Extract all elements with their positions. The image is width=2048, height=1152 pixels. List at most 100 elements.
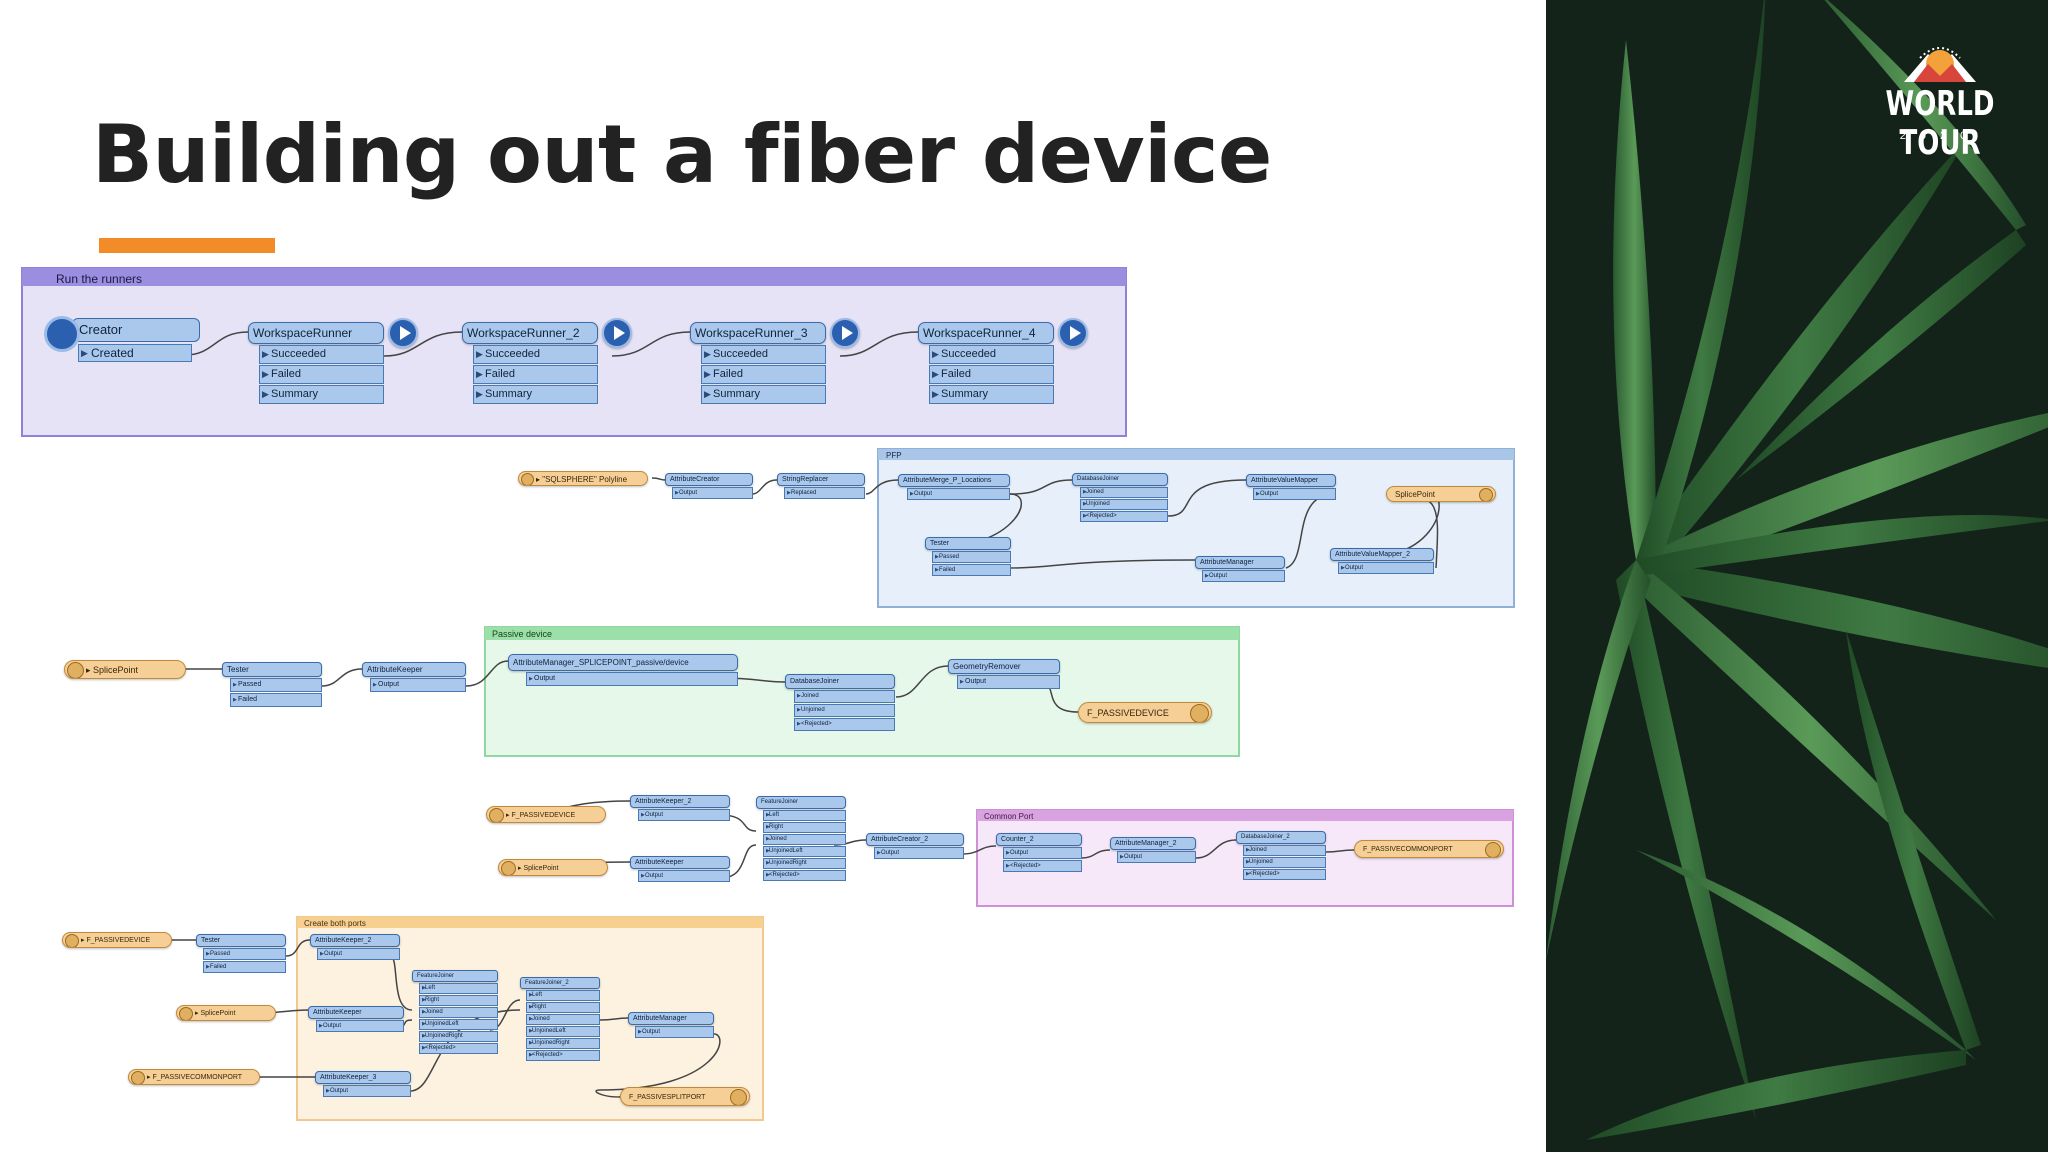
- transformer[interactable]: AttributeManager▶Output: [628, 1012, 714, 1038]
- output-port[interactable]: ▶Succeeded: [929, 345, 1054, 364]
- creator-transformer[interactable]: Creator▶Created: [44, 316, 200, 362]
- run-icon[interactable]: [830, 318, 860, 348]
- output-port[interactable]: ▶Unjoined: [794, 704, 895, 717]
- output-port[interactable]: ▶Left: [763, 810, 846, 821]
- output-port[interactable]: ▶Output: [638, 809, 730, 821]
- run-icon[interactable]: [1058, 318, 1088, 348]
- output-port[interactable]: ▶Output: [316, 1020, 404, 1032]
- output-port[interactable]: ▶Succeeded: [701, 345, 826, 364]
- tester-transformer[interactable]: Tester▶Passed▶Failed: [196, 934, 286, 973]
- output-port[interactable]: ▶<Rejected>: [794, 718, 895, 731]
- output-port[interactable]: ▶Failed: [473, 365, 598, 384]
- writer-feature-type[interactable]: F_PASSIVEDEVICE: [1078, 702, 1212, 723]
- transformer[interactable]: AttributeKeeper_2▶Output: [310, 934, 400, 960]
- transformer[interactable]: GeometryRemover▶Output: [948, 659, 1060, 689]
- output-port[interactable]: ▶Failed: [932, 564, 1011, 576]
- output-port[interactable]: ▶Output: [635, 1026, 714, 1038]
- transformer[interactable]: AttributeKeeper_2▶Output: [630, 795, 730, 821]
- output-port[interactable]: ▶Joined: [526, 1014, 600, 1025]
- transformer[interactable]: AttributeManager▶Output: [1195, 556, 1285, 582]
- output-port[interactable]: ▶Right: [419, 995, 498, 1006]
- output-port[interactable]: ▶Failed: [203, 961, 286, 973]
- output-port[interactable]: ▶Summary: [259, 385, 384, 404]
- output-port[interactable]: ▶Passed: [230, 678, 322, 692]
- reader-feature-type[interactable]: ▸ SplicePoint: [498, 859, 608, 876]
- tester-transformer[interactable]: Tester▶Passed▶Failed: [222, 662, 322, 707]
- output-port[interactable]: ▶Joined: [794, 690, 895, 703]
- output-port[interactable]: ▶Output: [957, 675, 1060, 689]
- output-port[interactable]: ▶Summary: [929, 385, 1054, 404]
- output-port[interactable]: ▶Succeeded: [259, 345, 384, 364]
- transformer[interactable]: AttributeKeeper_3▶Output: [315, 1071, 411, 1097]
- run-icon[interactable]: [602, 318, 632, 348]
- output-port[interactable]: ▶Passed: [203, 948, 286, 960]
- transformer[interactable]: FeatureJoiner_2▶Left▶Right▶Joined▶Unjoin…: [520, 977, 600, 1061]
- output-port[interactable]: ▶<Rejected>: [1003, 860, 1082, 872]
- workspace-runner-transformer[interactable]: WorkspaceRunner_3▶Succeeded▶Failed▶Summa…: [690, 318, 860, 404]
- output-port[interactable]: ▶Replaced: [784, 487, 865, 499]
- workspace-runner-transformer[interactable]: WorkspaceRunner_2▶Succeeded▶Failed▶Summa…: [462, 318, 632, 404]
- reader-feature-type[interactable]: ▸ F_PASSIVEDEVICE: [486, 806, 606, 823]
- output-port[interactable]: ▶Output: [672, 487, 753, 499]
- transformer[interactable]: AttributeCreator_2▶Output: [866, 833, 964, 859]
- output-port[interactable]: ▶UnjoinedLeft: [419, 1019, 498, 1030]
- output-port[interactable]: ▶Output: [317, 948, 400, 960]
- transformer[interactable]: StringReplacer▶Replaced: [777, 473, 865, 499]
- run-icon[interactable]: [388, 318, 418, 348]
- output-port[interactable]: ▶Output: [874, 847, 964, 859]
- output-port[interactable]: ▶UnjoinedLeft: [526, 1026, 600, 1037]
- transformer[interactable]: AttributeMerge_P_Locations▶Output: [898, 474, 1010, 500]
- output-port[interactable]: ▶Output: [323, 1085, 411, 1097]
- transformer[interactable]: AttributeValueMapper▶Output: [1246, 474, 1336, 500]
- output-port[interactable]: ▶Unjoined: [1243, 857, 1326, 868]
- output-port[interactable]: ▶Output: [1003, 847, 1082, 859]
- output-port[interactable]: ▶<Rejected>: [763, 870, 846, 881]
- output-port[interactable]: ▶UnjoinedLeft: [763, 846, 846, 857]
- output-port[interactable]: ▶Output: [907, 488, 1010, 500]
- output-port[interactable]: ▶Joined: [763, 834, 846, 845]
- output-port[interactable]: ▶Joined: [1080, 487, 1168, 498]
- writer-feature-type[interactable]: F_PASSIVESPLITPORT: [620, 1087, 750, 1106]
- transformer[interactable]: DatabaseJoiner_2▶Joined▶Unjoined▶<Reject…: [1236, 831, 1326, 880]
- transformer[interactable]: AttributeKeeper▶Output: [362, 662, 466, 692]
- output-port[interactable]: ▶<Rejected>: [526, 1050, 600, 1061]
- output-port[interactable]: ▶Failed: [929, 365, 1054, 384]
- output-port[interactable]: ▶Unjoined: [1080, 499, 1168, 510]
- output-port[interactable]: ▶<Rejected>: [1080, 511, 1168, 522]
- output-port[interactable]: ▶Succeeded: [473, 345, 598, 364]
- output-port[interactable]: ▶Right: [763, 822, 846, 833]
- transformer[interactable]: Counter_2▶Output▶<Rejected>: [996, 833, 1082, 872]
- transformer[interactable]: AttributeManager_SPLICEPOINT_passive/dev…: [508, 654, 738, 686]
- reader-feature-type[interactable]: ▸ "SQLSPHERE" Polyline: [518, 471, 648, 486]
- output-port[interactable]: ▶Output: [1253, 488, 1336, 500]
- transformer[interactable]: FeatureJoiner▶Left▶Right▶Joined▶Unjoined…: [412, 970, 498, 1054]
- output-port[interactable]: ▶Failed: [259, 365, 384, 384]
- output-port[interactable]: ▶<Rejected>: [419, 1043, 498, 1054]
- transformer[interactable]: Tester▶Passed▶Failed: [925, 537, 1011, 576]
- transformer[interactable]: DatabaseJoiner▶Joined▶Unjoined▶<Rejected…: [1072, 473, 1168, 522]
- output-port[interactable]: ▶Created: [78, 344, 192, 362]
- transformer[interactable]: AttributeValueMapper_2▶Output: [1330, 548, 1434, 574]
- output-port[interactable]: ▶Left: [526, 990, 600, 1001]
- reader-feature-type[interactable]: ▸ SplicePoint: [176, 1005, 276, 1021]
- workspace-runner-transformer[interactable]: WorkspaceRunner_4▶Succeeded▶Failed▶Summa…: [918, 318, 1088, 404]
- transformer[interactable]: AttributeKeeper▶Output: [308, 1006, 404, 1032]
- output-port[interactable]: ▶Output: [638, 870, 730, 882]
- output-port[interactable]: ▶Output: [1202, 570, 1285, 582]
- reader-feature-type[interactable]: ▸ SplicePoint: [64, 660, 186, 679]
- output-port[interactable]: ▶Joined: [1243, 845, 1326, 856]
- transformer[interactable]: AttributeCreator▶Output: [665, 473, 753, 499]
- output-port[interactable]: ▶Output: [1338, 562, 1434, 574]
- transformer[interactable]: AttributeKeeper▶Output: [630, 856, 730, 882]
- output-port[interactable]: ▶Failed: [701, 365, 826, 384]
- workspace-runner-transformer[interactable]: WorkspaceRunner▶Succeeded▶Failed▶Summary: [248, 318, 418, 404]
- output-port[interactable]: ▶Failed: [230, 693, 322, 707]
- output-port[interactable]: ▶Right: [526, 1002, 600, 1013]
- output-port[interactable]: ▶UnjoinedRight: [419, 1031, 498, 1042]
- output-port[interactable]: ▶UnjoinedRight: [763, 858, 846, 869]
- output-port[interactable]: ▶Output: [370, 678, 466, 692]
- reader-feature-type[interactable]: ▸ F_PASSIVECOMMONPORT: [128, 1069, 260, 1085]
- output-port[interactable]: ▶Summary: [473, 385, 598, 404]
- transformer[interactable]: DatabaseJoiner▶Joined▶Unjoined▶<Rejected…: [785, 674, 895, 731]
- output-port[interactable]: ▶Left: [419, 983, 498, 994]
